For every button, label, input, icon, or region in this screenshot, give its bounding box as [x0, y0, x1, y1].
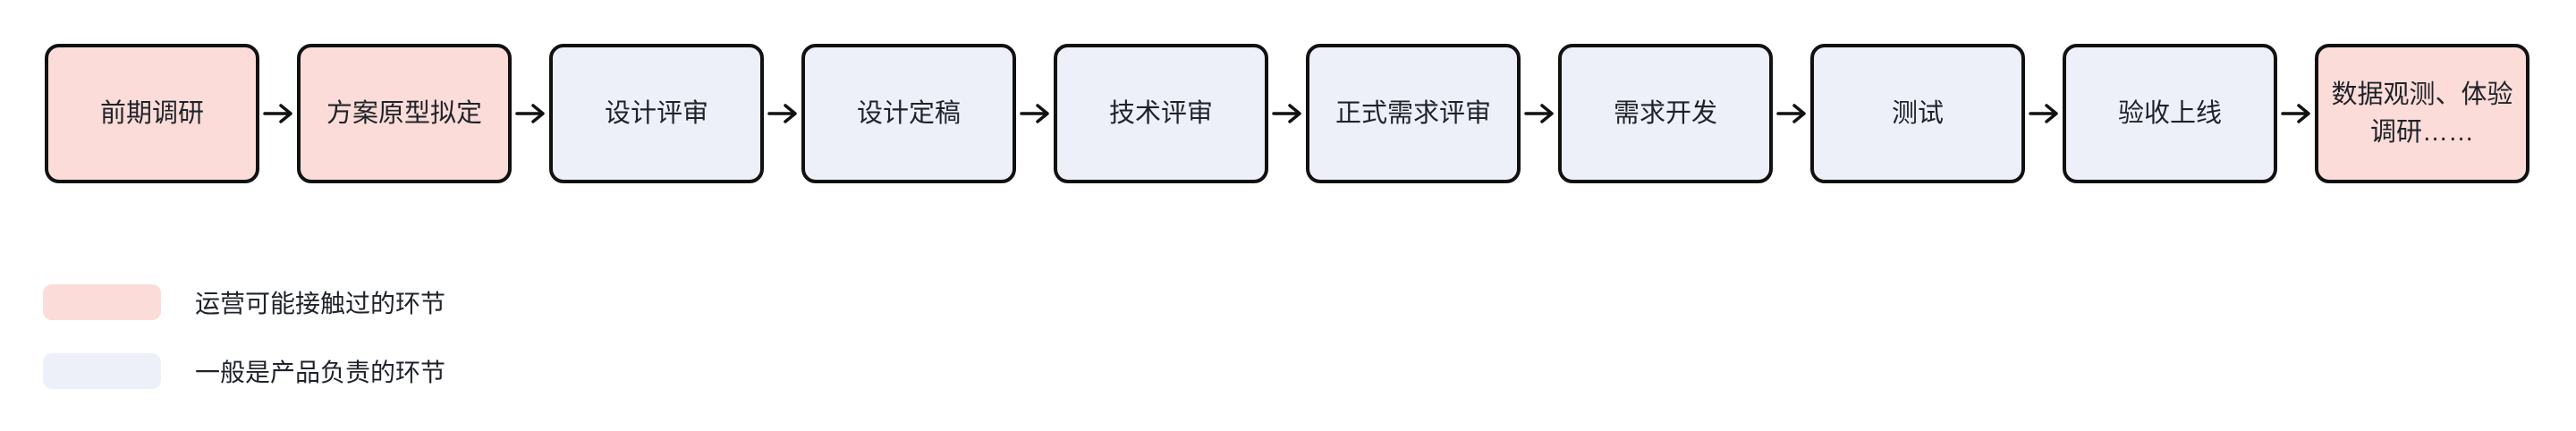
flow-node-8: 测试	[1810, 44, 2025, 183]
arrow-right-icon	[259, 44, 297, 183]
flow-node-label: 需求开发	[1613, 99, 1717, 128]
legend-swatch-product	[43, 353, 161, 389]
flow-node-label: 设计评审	[604, 99, 708, 128]
arrow-right-icon	[2025, 44, 2063, 183]
flow-node-9: 验收上线	[2063, 44, 2277, 183]
arrow-right-icon	[1268, 44, 1306, 183]
flow-node-label: 测试	[1891, 99, 1944, 128]
arrow-right-icon	[512, 44, 549, 183]
arrow-right-icon	[2277, 44, 2315, 183]
flow-node-label: 数据观测、体验 调研……	[2331, 80, 2513, 147]
flow-node-4: 设计定稿	[801, 44, 1016, 183]
flow-node-label: 正式需求评审	[1335, 99, 1491, 128]
flow-node-label: 设计定稿	[856, 99, 961, 128]
flow-node-label: 方案原型拟定	[326, 99, 482, 128]
legend-label: 一般是产品负责的环节	[195, 359, 446, 386]
arrow-right-icon	[1521, 44, 1558, 183]
legend-swatch-ops	[43, 284, 161, 320]
legend-row-ops: 运营可能接触过的环节	[43, 284, 445, 320]
legend-label: 运营可能接触过的环节	[195, 290, 446, 317]
flow-node-5: 技术评审	[1054, 44, 1268, 183]
arrow-right-icon	[1773, 44, 1810, 183]
arrow-right-icon	[1016, 44, 1054, 183]
legend-row-product: 一般是产品负责的环节	[43, 353, 445, 389]
flow-node-label: 验收上线	[2117, 99, 2222, 128]
flow-node-7: 需求开发	[1558, 44, 1773, 183]
flow-node-6: 正式需求评审	[1306, 44, 1521, 183]
flow-node-3: 设计评审	[549, 44, 764, 183]
process-flow: 前期调研 方案原型拟定 设计评审 设计定稿 技术评审 正式需求评审 需求开发 测试 验收上线 数据…	[45, 44, 2529, 183]
flow-node-10: 数据观测、体验 调研……	[2315, 44, 2529, 183]
legend: 运营可能接触过的环节一般是产品负责的环节	[43, 284, 445, 422]
flow-node-1: 前期调研	[45, 44, 259, 183]
flow-node-label: 前期调研	[99, 99, 204, 128]
arrow-right-icon	[764, 44, 801, 183]
flow-node-2: 方案原型拟定	[297, 44, 512, 183]
flow-node-label: 技术评审	[1108, 99, 1213, 128]
